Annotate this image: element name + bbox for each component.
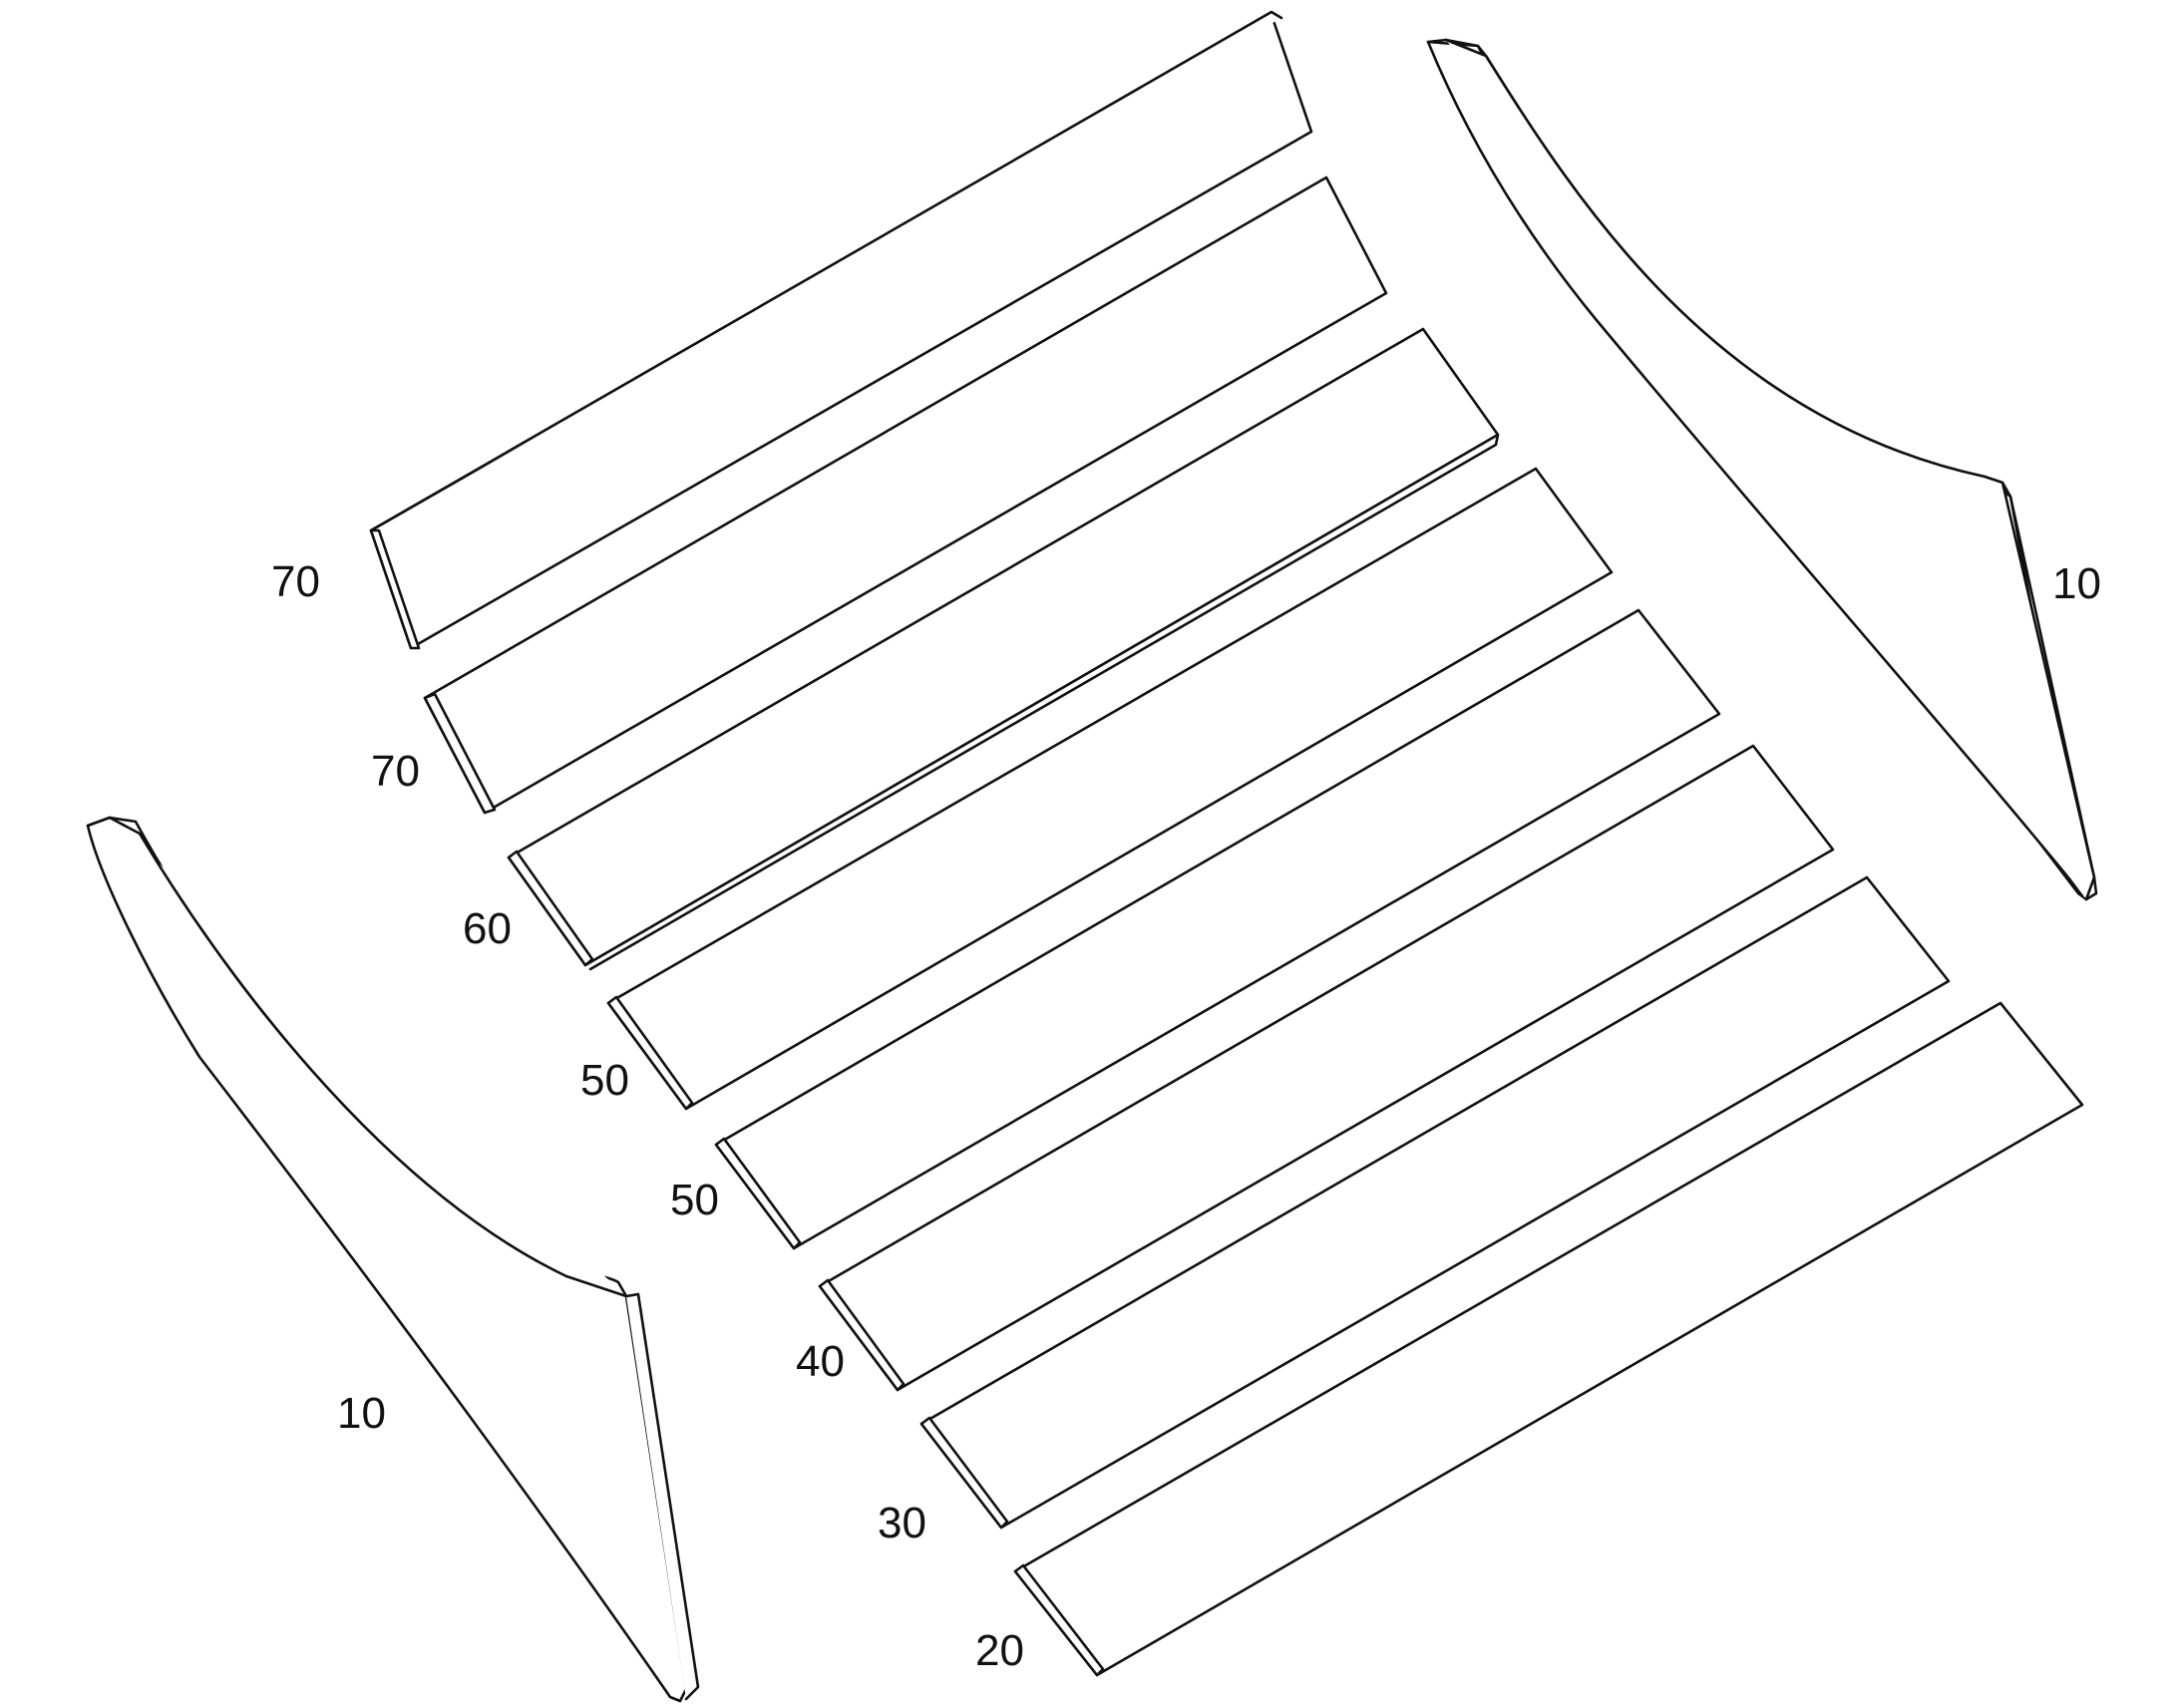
label-side-panel-right: 10 (2052, 559, 2101, 608)
slat-8 (1013, 1001, 2084, 1677)
slat-1 (369, 10, 1313, 650)
slat-3 (507, 327, 1500, 971)
slat-4 (606, 467, 1614, 1111)
label-slat-6: 40 (796, 1337, 845, 1386)
side-panel-right (1426, 38, 2098, 901)
label-slat-8: 20 (975, 1626, 1024, 1675)
label-slat-5: 50 (670, 1176, 719, 1224)
label-slat-1: 70 (271, 557, 320, 606)
slat-5 (714, 608, 1721, 1250)
label-slat-2: 70 (371, 747, 420, 796)
slat-6 (818, 744, 1835, 1392)
slat-2 (423, 175, 1388, 815)
slat-7 (919, 875, 1951, 1530)
label-slat-4: 50 (580, 1056, 629, 1105)
label-side-panel-left: 10 (337, 1389, 386, 1438)
label-slat-7: 30 (878, 1499, 926, 1547)
side-panel-left (86, 816, 700, 1703)
label-slat-3: 60 (463, 904, 512, 953)
